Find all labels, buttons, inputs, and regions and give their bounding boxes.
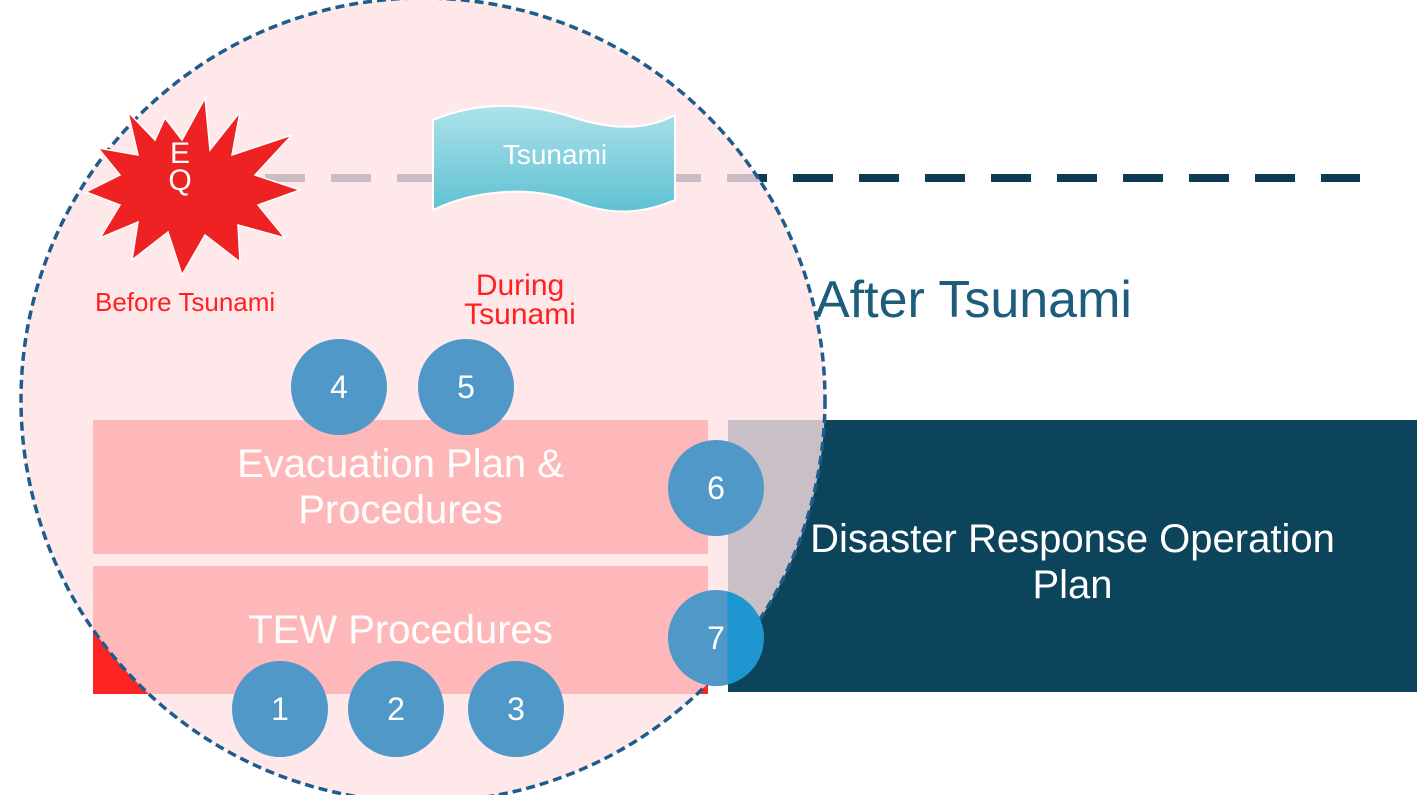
step-circle-2: 2: [348, 661, 444, 757]
wave-banner-icon: [432, 104, 676, 213]
step-circle-5: 5: [418, 339, 514, 435]
step-circle-1: 1: [232, 661, 328, 757]
eq-label: E Q: [168, 137, 192, 197]
disaster-response-box: [728, 420, 1417, 692]
disaster-response-text: Disaster Response Operation Plan: [810, 517, 1335, 607]
tew-procedures-text: TEW Procedures: [248, 608, 553, 652]
explosion-icon: [84, 95, 303, 277]
tsunami-label: Tsunami: [502, 139, 608, 170]
step-circle-6: 6: [668, 440, 764, 536]
step-circle-7: 7: [668, 590, 764, 686]
evacuation-plan-text: Evacuation Plan & Procedures: [237, 442, 564, 532]
step-circle-3: 3: [468, 661, 564, 757]
step-circle-4: 4: [291, 339, 387, 435]
after-tsunami-label: After Tsunami: [815, 271, 1132, 329]
before-tsunami-label: Before Tsunami: [95, 287, 276, 317]
during-tsunami-label: During Tsunami: [464, 269, 576, 331]
